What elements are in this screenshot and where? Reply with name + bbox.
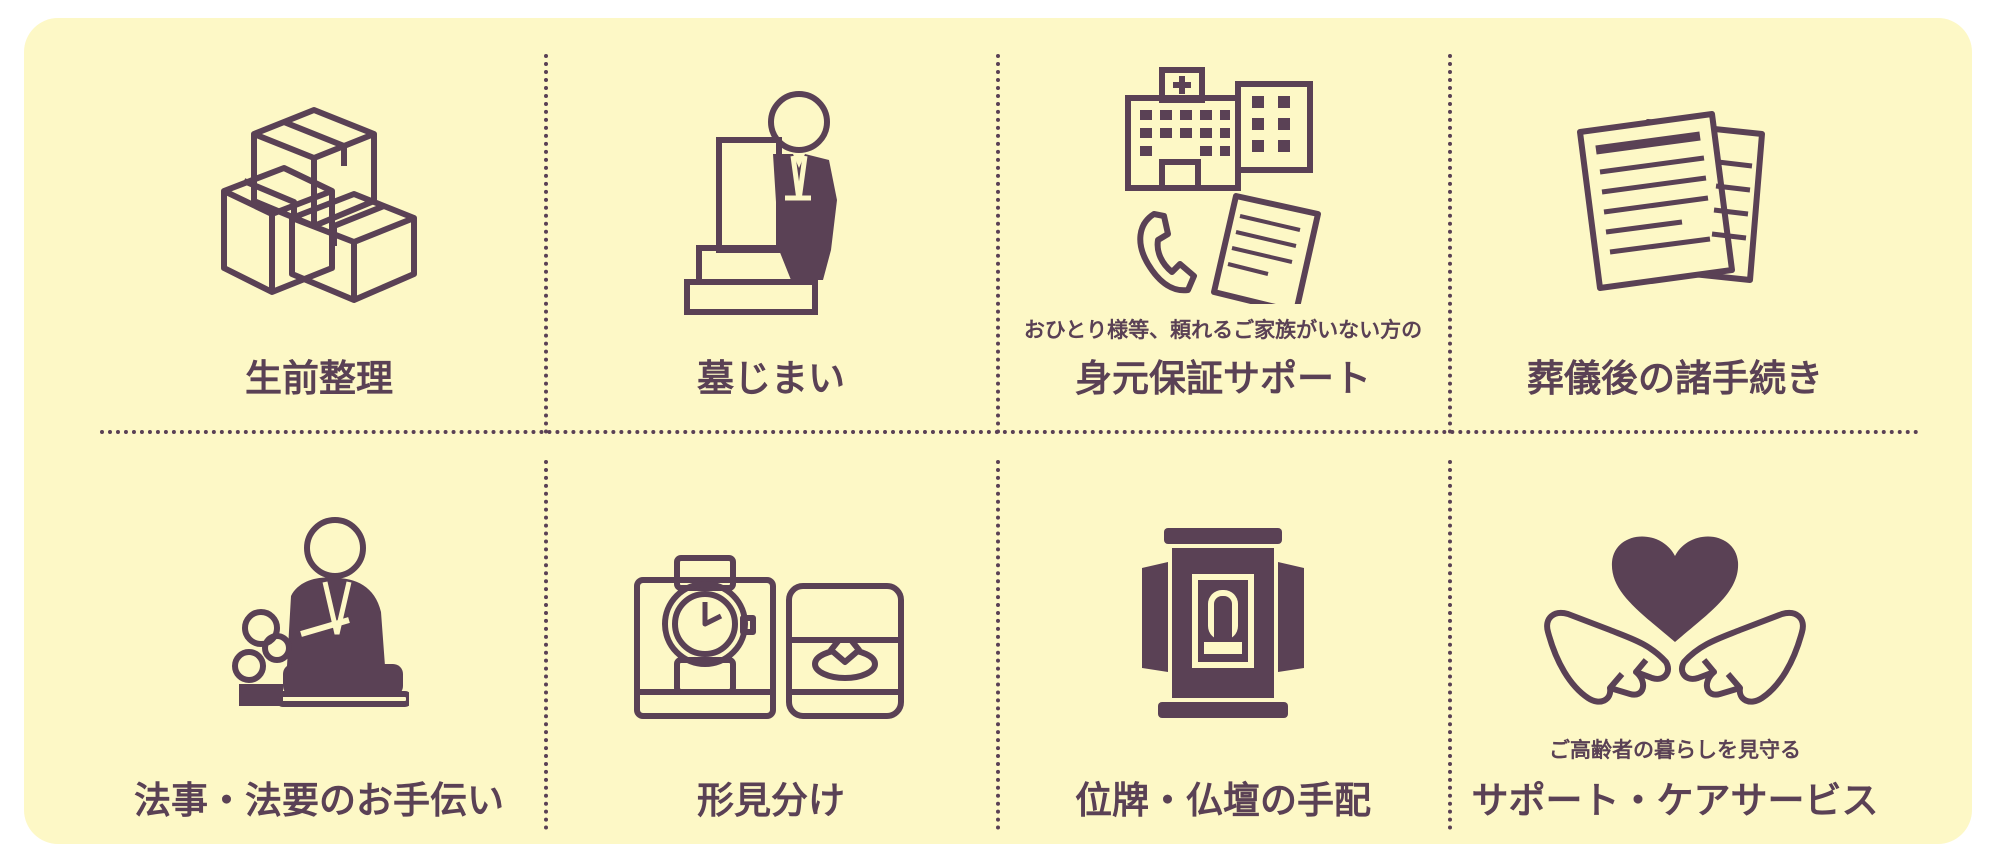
divider-vertical [996,460,1000,830]
divider-horizontal [100,430,1920,434]
service-subtitle: ご高齢者の暮らしを見守る [1549,738,1801,762]
service-label: 身元保証サポート [1075,357,1371,400]
service-label: サポート・ケアサービス [1471,779,1879,822]
services-panel: 生前整理 墓じまい [24,18,1972,844]
divider-vertical [1448,460,1452,830]
divider-vertical [1448,54,1452,434]
service-label: 生前整理 [245,357,393,400]
documents-icon [1450,102,1900,302]
divider-vertical [544,54,548,434]
service-label: 法事・法要のお手伝い [134,779,504,822]
hands-heart-icon [1450,532,1900,712]
service-label: 位牌・仏壇の手配 [1075,779,1371,822]
grave-with-monk-icon [546,90,996,330]
service-label: 形見分け [697,779,845,822]
divider-vertical [544,460,548,830]
watch-and-ring-icon [546,552,996,722]
service-subtitle: おひとり様等、頼れるご家族がいない方の [1023,318,1423,342]
praying-monk-icon [94,516,544,716]
boxes-icon [94,96,544,306]
hospital-phone-document-icon [998,64,1448,304]
butsudan-icon [998,524,1448,724]
divider-vertical [996,54,1000,434]
service-label: 墓じまい [697,357,845,400]
service-label: 葬儀後の諸手続き [1527,357,1823,400]
